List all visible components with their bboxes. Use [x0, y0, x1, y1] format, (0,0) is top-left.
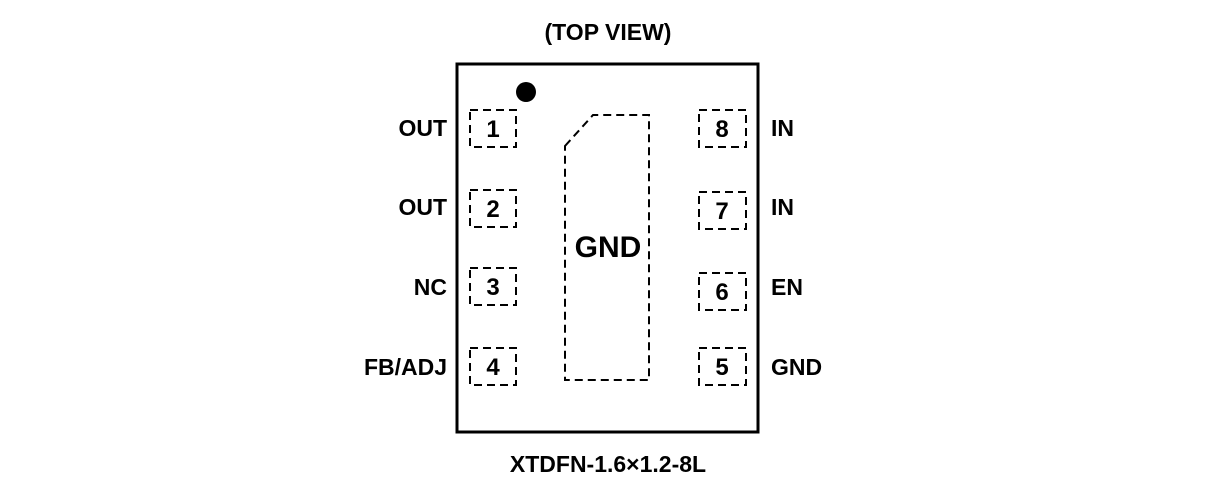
pin-name: FB/ADJ [364, 354, 447, 380]
pin-number: 7 [715, 198, 728, 225]
pin-number: 2 [486, 196, 499, 223]
pad-outline [469, 347, 517, 386]
pad-outline [698, 272, 747, 311]
pad-outline [698, 347, 747, 386]
pin-name: IN [771, 115, 794, 141]
pin-number: 4 [486, 354, 500, 381]
pad-outline [469, 267, 517, 306]
pin-3: 3 NC [414, 267, 517, 306]
pin-name: NC [414, 274, 447, 300]
pad-outline [698, 109, 747, 148]
package-name: XTDFN-1.6×1.2-8L [510, 451, 706, 477]
pin-name: GND [771, 354, 822, 380]
pad-outline [698, 191, 747, 230]
pin-number: 6 [715, 279, 728, 306]
pin-name: IN [771, 194, 794, 220]
pin-number: 5 [715, 354, 728, 381]
pad-outline [469, 189, 517, 228]
exposed-pad-outline [564, 114, 650, 381]
pin-4: 4 FB/ADJ [364, 347, 517, 386]
package-body [455, 62, 760, 434]
view-title: (TOP VIEW) [545, 19, 672, 45]
pin-number: 3 [486, 274, 499, 301]
pin-1: 1 OUT [398, 109, 517, 148]
pin-2: 2 OUT [398, 189, 517, 228]
pin-number: 8 [715, 116, 728, 143]
pin-name: OUT [398, 194, 447, 220]
pin-name: EN [771, 274, 803, 300]
pin-8: 8 IN [698, 109, 794, 148]
pad-outline [469, 109, 517, 148]
pin1-marker-dot [516, 82, 536, 102]
pin-name: OUT [398, 115, 447, 141]
pin-7: 7 IN [698, 191, 794, 230]
exposed-pad-label: GND [575, 231, 642, 264]
pin-number: 1 [486, 116, 499, 143]
pin-6: 6 EN [698, 272, 803, 311]
pin-5: 5 GND [698, 347, 822, 386]
